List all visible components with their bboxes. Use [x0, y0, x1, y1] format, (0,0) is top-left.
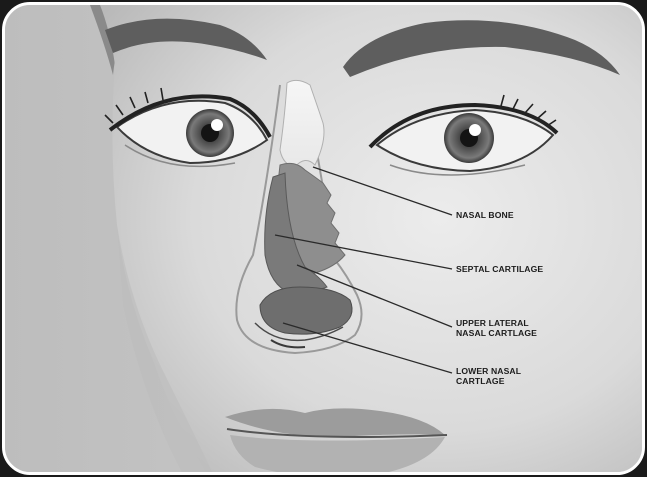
- lower-nasal-cartilage: [260, 287, 352, 334]
- label-lower-nasal-line2: CARTLAGE: [456, 376, 505, 386]
- nose-anatomy-illustration: [5, 5, 645, 475]
- face: [100, 5, 645, 475]
- label-lower-nasal-line1: LOWER NASAL: [456, 366, 521, 376]
- label-upper-lateral-line1: UPPER LATERAL: [456, 318, 529, 328]
- label-septal-cartilage: SEPTAL CARTILAGE: [456, 264, 543, 274]
- label-upper-lateral-line2: NASAL CARTLAGE: [456, 328, 537, 338]
- label-nasal-bone: NASAL BONE: [456, 210, 514, 220]
